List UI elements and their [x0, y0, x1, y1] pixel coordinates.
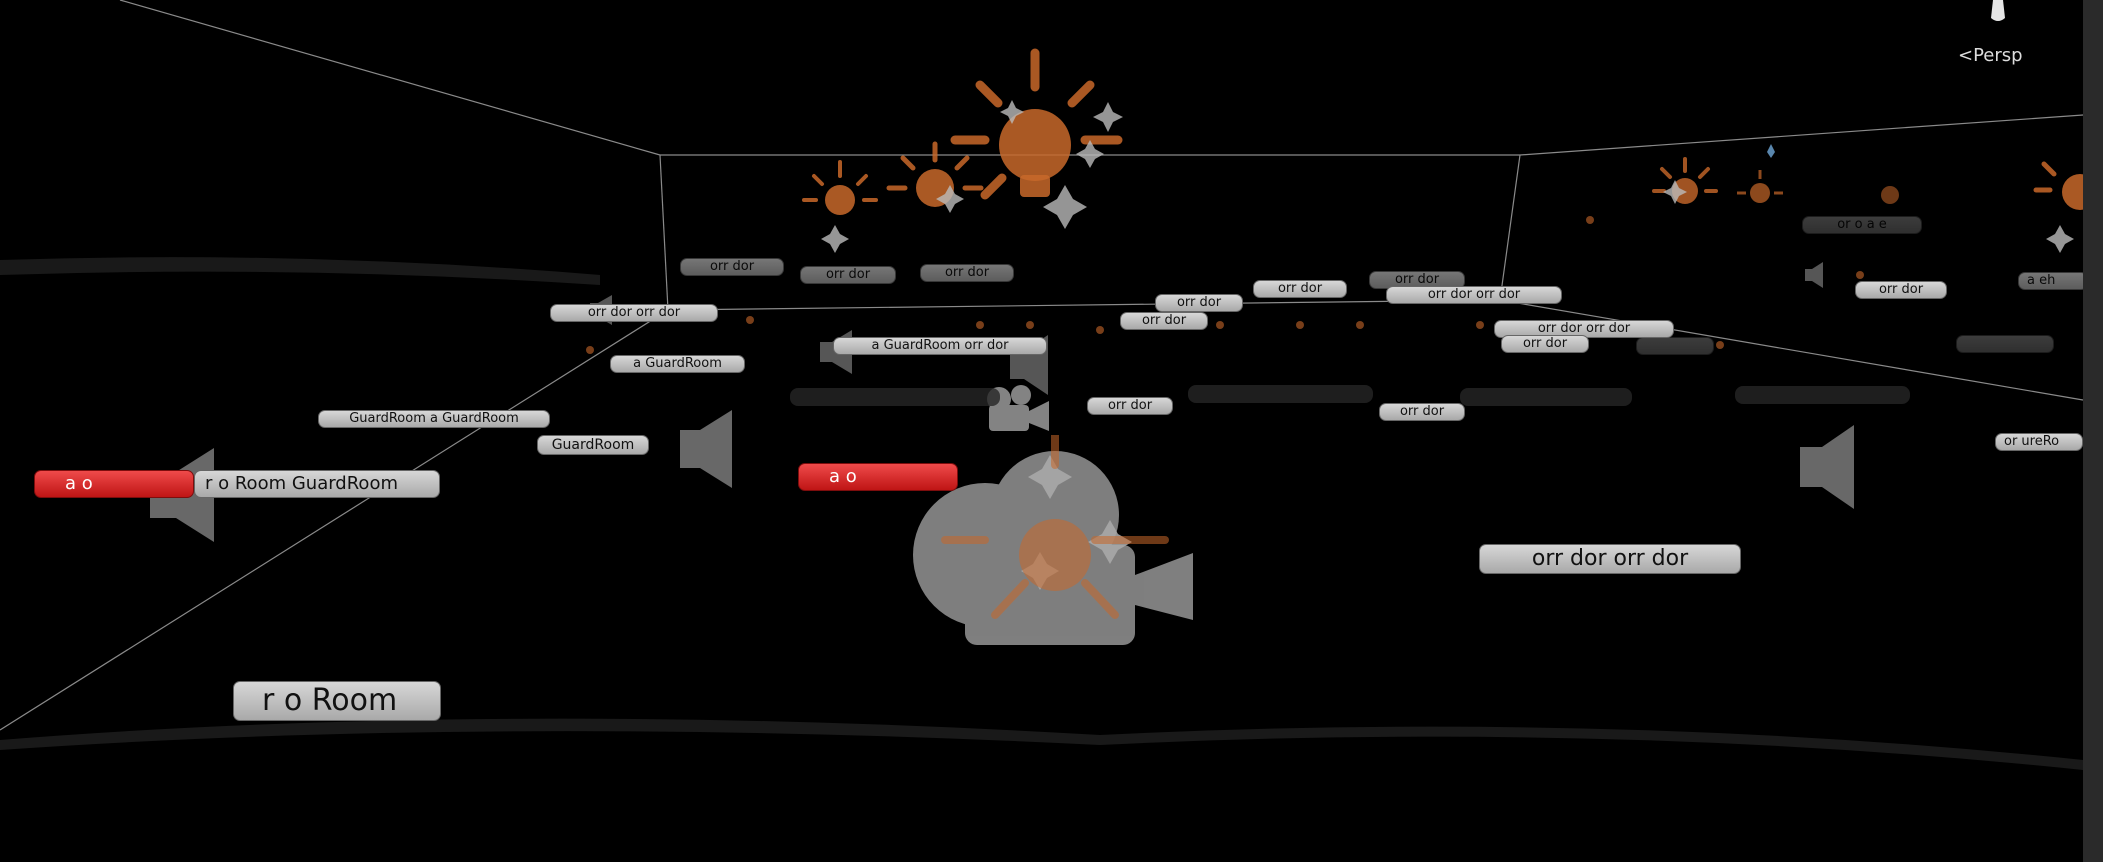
collapsed-label [1188, 385, 1373, 403]
object-label[interactable]: orr dor [800, 266, 896, 284]
collapsed-label [1460, 388, 1632, 406]
object-label[interactable]: r o Room [233, 681, 441, 721]
collapsed-label [1735, 386, 1910, 404]
projection-toggle[interactable]: <Persp [1958, 45, 2023, 66]
object-label[interactable]: a GuardRoom [610, 355, 745, 373]
light-bulb-icon[interactable] [1735, 168, 1785, 218]
object-label[interactable]: orr dor orr dor [1386, 286, 1562, 304]
object-label[interactable]: orr dor [1369, 271, 1465, 289]
light-bulb-icon[interactable] [800, 158, 880, 238]
viewport-edge [2083, 0, 2103, 862]
object-label[interactable]: orr dor orr dor [550, 304, 718, 322]
object-label[interactable]: orr dor [680, 258, 784, 276]
object-label[interactable]: orr dor [1501, 335, 1589, 353]
object-label[interactable]: a GuardRoom orr dor [833, 337, 1047, 355]
object-label[interactable]: GuardRoom a GuardRoom [318, 410, 550, 428]
object-label[interactable]: GuardRoom [537, 435, 649, 455]
orientation-gizmo-cone[interactable] [1989, 0, 2007, 24]
object-label-red[interactable]: a o [34, 470, 194, 498]
object-label[interactable]: orr dor [920, 264, 1014, 282]
object-label[interactable]: orr dor [1253, 280, 1347, 298]
light-bulb-icon[interactable] [940, 45, 1130, 215]
projection-arrow-icon: < [1958, 45, 1974, 66]
object-label[interactable] [1636, 337, 1714, 355]
light-bulb-icon[interactable] [1870, 175, 1910, 215]
object-label[interactable] [1956, 335, 2054, 353]
projection-label: Persp [1973, 45, 2023, 66]
object-label[interactable]: orr dor [1379, 403, 1465, 421]
object-label[interactable]: or o a e [1802, 216, 1922, 234]
collapsed-label [790, 388, 1000, 406]
object-label[interactable]: orr dor orr dor [1479, 544, 1741, 574]
object-label[interactable]: or ureRo [1995, 433, 2083, 451]
object-label[interactable]: orr dor [1087, 397, 1173, 415]
object-label[interactable]: orr dor [1855, 281, 1947, 299]
camera-icon[interactable] [905, 435, 1195, 645]
object-label[interactable]: a eh [2018, 272, 2088, 290]
speaker-icon[interactable] [680, 410, 736, 488]
object-label[interactable]: orr dor [1120, 312, 1208, 330]
speaker-icon[interactable] [1805, 262, 1825, 288]
speaker-icon[interactable] [1800, 425, 1858, 509]
object-label-red[interactable]: a o [798, 463, 958, 491]
object-label[interactable]: orr dor [1155, 294, 1243, 312]
object-label[interactable]: r o Room GuardRoom [194, 470, 440, 498]
